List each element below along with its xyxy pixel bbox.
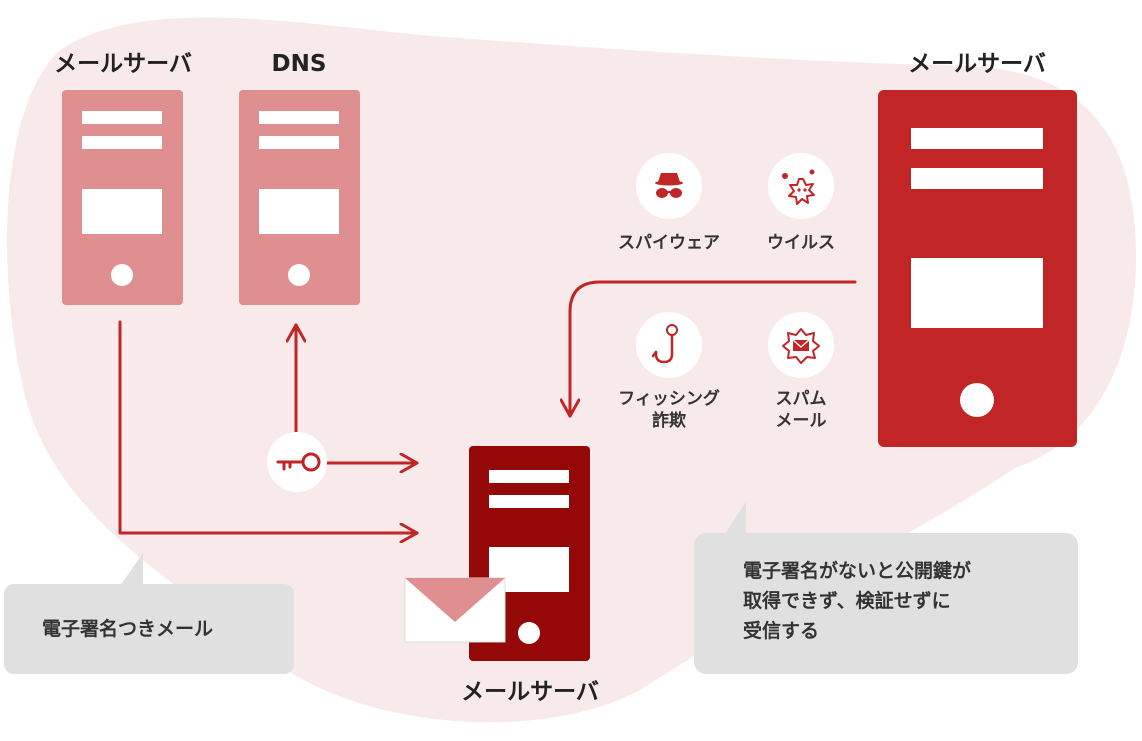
threat-label-phishing: フィッシング 詐欺: [618, 388, 720, 432]
dns-server-icon: [239, 90, 360, 305]
key-icon: [267, 432, 327, 492]
virus-icon: [768, 153, 834, 219]
threat-label-phishing-line2: 詐欺: [651, 411, 686, 432]
bubble-right-text: 電子署名がないと公開鍵が 取得できず、検証せずに 受信する: [743, 556, 1063, 646]
threat-label-spam-line1: スパム: [775, 389, 827, 409]
flow-arrows: [118, 280, 857, 533]
bubble-right-line2: 取得できず、検証せずに: [743, 590, 951, 613]
threat-label-virus-line1: ウイルス: [767, 233, 835, 253]
bubble-left-text: 電子署名つきメール: [42, 614, 282, 644]
threat-label-phishing-line1: フィッシング: [618, 389, 720, 409]
fishhook-icon: [636, 312, 702, 378]
bubble-left-line1: 電子署名つきメール: [42, 618, 214, 640]
speech-bubble-right: [694, 502, 1078, 674]
dns-server-label: DNS: [271, 51, 327, 77]
bubble-right-line3: 受信する: [743, 620, 820, 643]
threat-label-virus: ウイルス: [767, 232, 835, 254]
sender-server-label: メールサーバ: [54, 51, 192, 77]
arrow-attacker-to-receiver: [570, 280, 857, 418]
sender-server-icon: [62, 90, 183, 305]
threat-label-spyware: スパイウェア: [618, 232, 720, 254]
threat-label-spyware-line1: スパイウェア: [618, 233, 720, 253]
attacker-server-label: メールサーバ: [908, 51, 1046, 77]
spam-icon: [768, 312, 834, 378]
arrow-sender-to-receiver: [118, 320, 419, 533]
speech-bubble-left: [4, 553, 294, 674]
bubble-right-line1: 電子署名がないと公開鍵が: [743, 560, 972, 582]
spy-icon: [636, 153, 702, 219]
threat-label-spam: スパム メール: [776, 388, 827, 432]
receiver-server-label: メールサーバ: [461, 679, 599, 705]
envelope-icon: [404, 577, 506, 643]
attacker-server-icon: [878, 90, 1077, 447]
threat-label-spam-line2: メール: [775, 411, 827, 432]
